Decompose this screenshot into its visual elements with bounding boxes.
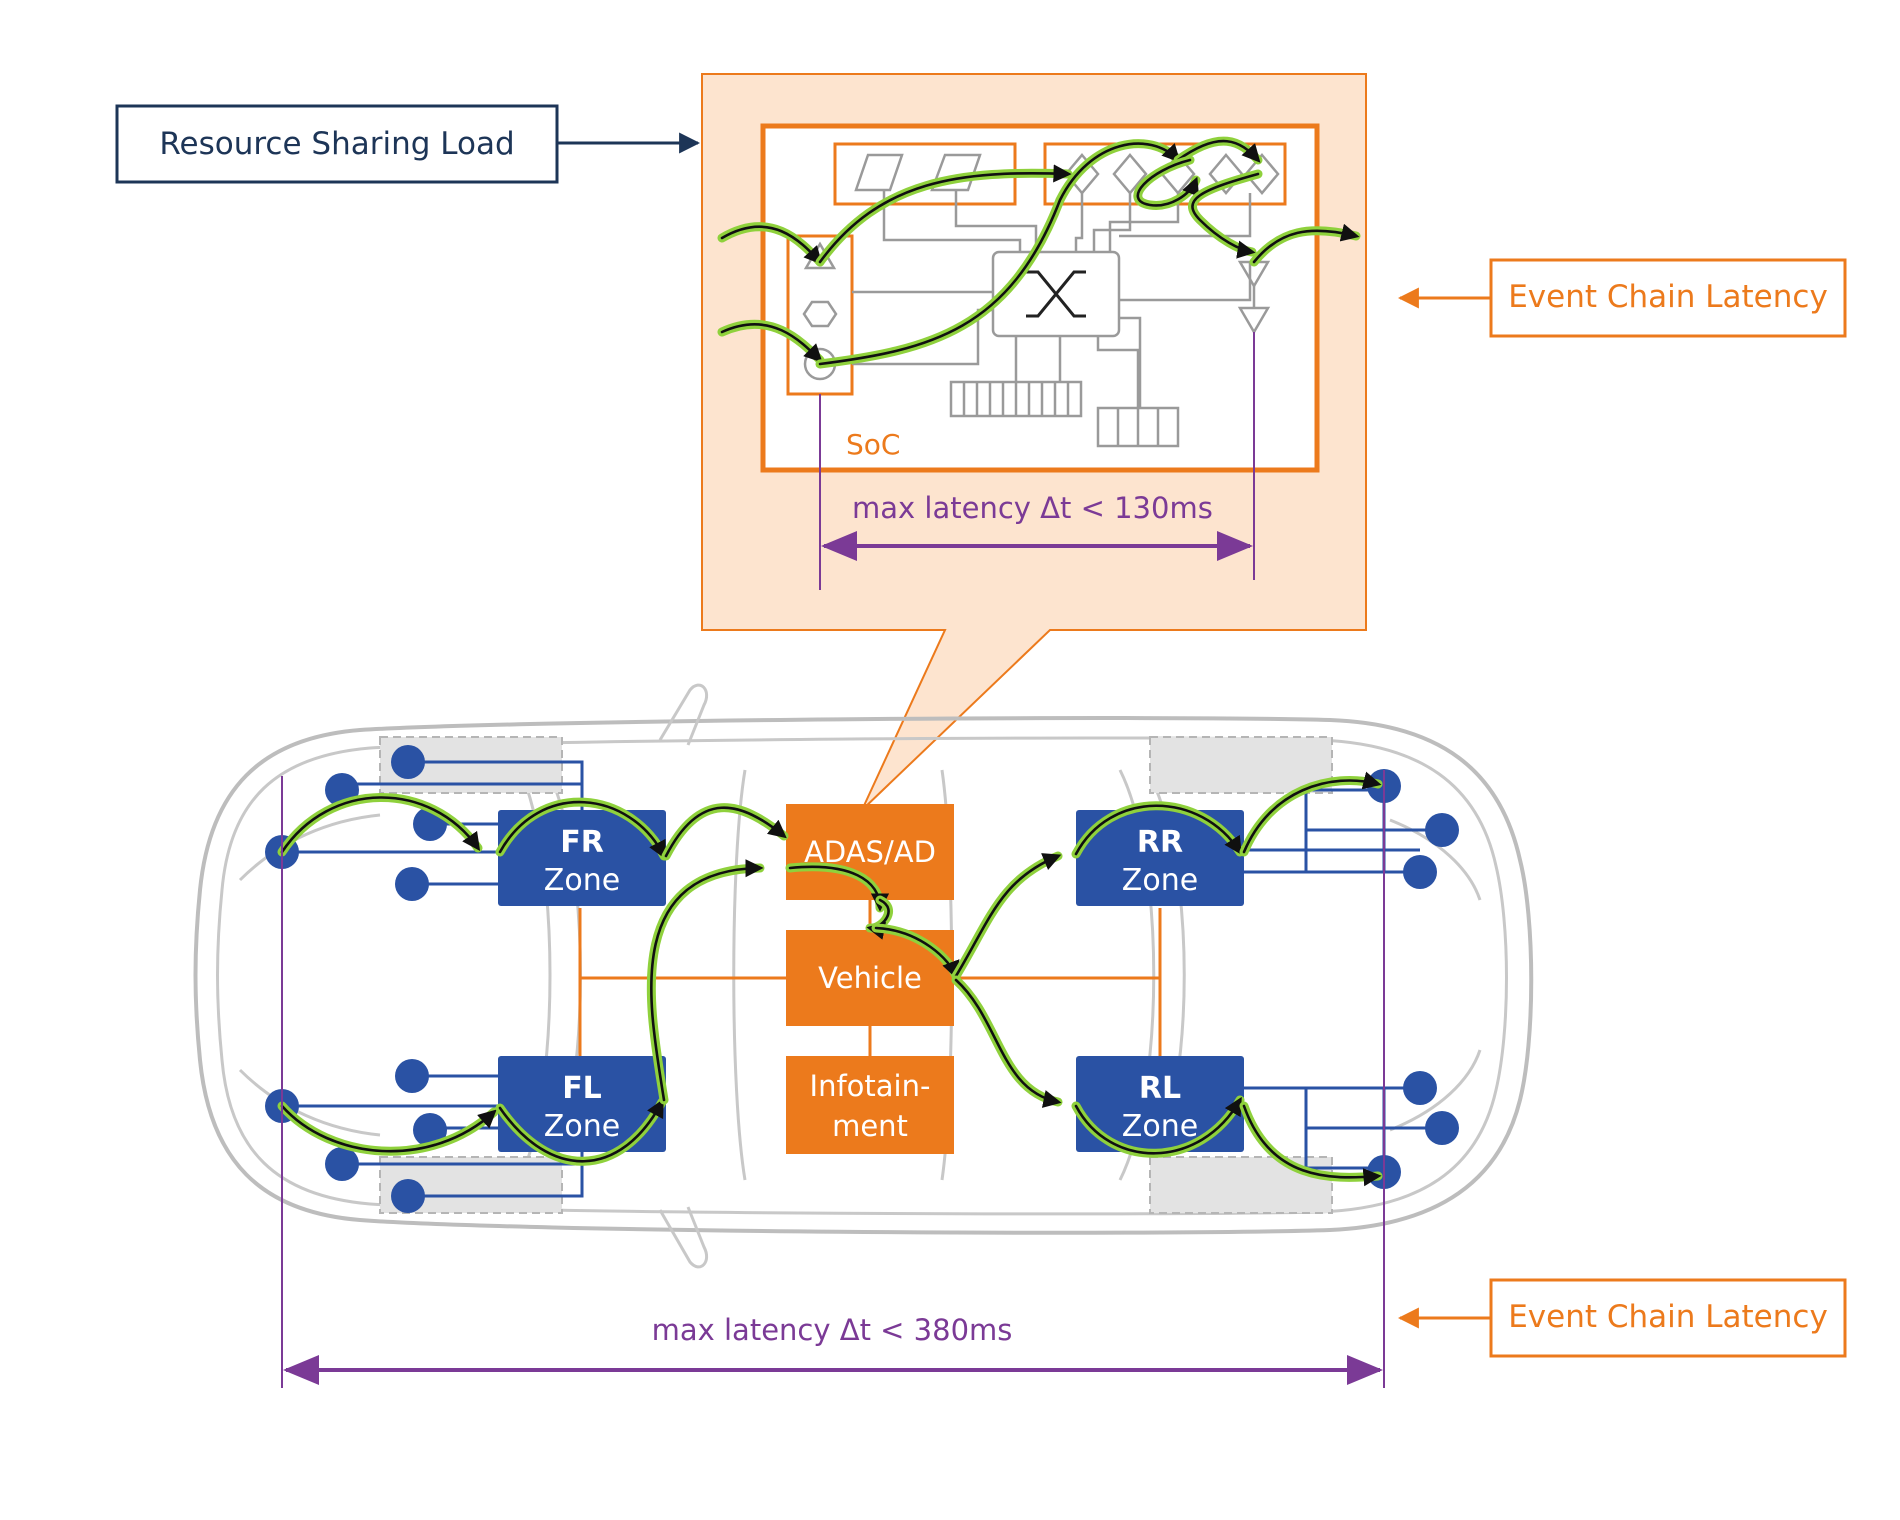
event-chain-bottom-text: Event Chain Latency — [1508, 1299, 1828, 1335]
zone-fr-code: FR — [560, 825, 604, 860]
soc-label: SoC — [846, 428, 900, 461]
zone-fl: FL Zone — [498, 1056, 666, 1152]
soc-callout: SoC — [701, 73, 1367, 811]
soc-latency-label: max latency Δt < 130ms — [852, 491, 1213, 525]
ecu-vehicle-label: Vehicle — [818, 961, 922, 995]
event-chain-top-text: Event Chain Latency — [1508, 279, 1828, 315]
zone-rr-word: Zone — [1122, 863, 1198, 898]
vehicle-latency: max latency Δt < 380ms — [281, 770, 1385, 1388]
zone-fr-word: Zone — [544, 863, 620, 898]
ecu-infotainment: Infotain- ment — [786, 1056, 954, 1154]
zone-fl-code: FL — [562, 1071, 602, 1106]
zone-fl-word: Zone — [544, 1109, 620, 1144]
zone-rl-word: Zone — [1122, 1109, 1198, 1144]
resource-sharing-text: Resource Sharing Load — [159, 126, 514, 162]
soc-flows — [717, 136, 1361, 369]
event-chain-label-top: Event Chain Latency — [1397, 258, 1847, 338]
zone-rl-code: RL — [1139, 1071, 1181, 1106]
resource-sharing-label-box: Resource Sharing Load — [115, 104, 701, 184]
vehicle-latency-label: max latency Δt < 380ms — [652, 1313, 1013, 1347]
zone-rr-code: RR — [1137, 825, 1183, 860]
ecu-infotainment-line1: Infotain- — [810, 1069, 931, 1103]
zone-rl: RL Zone — [1076, 1056, 1244, 1152]
ecu-infotainment-line2: ment — [832, 1109, 908, 1143]
zone-rr: RR Zone — [1076, 810, 1244, 906]
vehicle-flows — [277, 771, 1383, 1187]
zone-fr: FR Zone — [498, 810, 666, 906]
event-chain-label-bottom: Event Chain Latency — [1397, 1278, 1847, 1358]
